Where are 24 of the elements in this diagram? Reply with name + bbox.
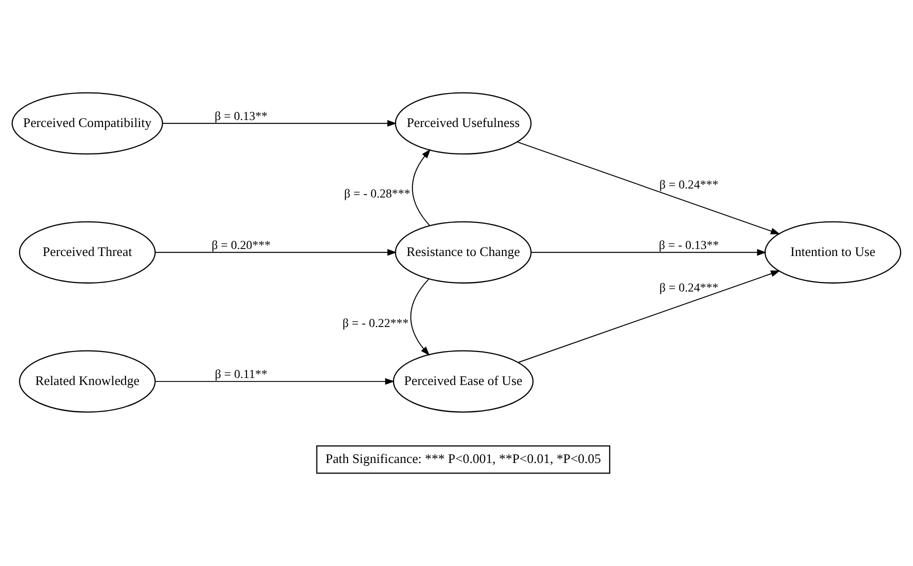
- node-ellipse: Related Knowledge: [18, 350, 156, 413]
- node-ellipse: Perceived Compatibility: [12, 92, 164, 155]
- node-ellipse: Perceived Threat: [18, 221, 156, 284]
- arrow: [410, 278, 430, 356]
- edge-label: β = 0.13**: [214, 108, 268, 123]
- edge-label: β = 0.20***: [212, 238, 271, 252]
- arrow: [162, 120, 397, 127]
- edge-label: β = 0.24***: [659, 280, 718, 294]
- edge-label: β = - 0.28***: [344, 186, 410, 200]
- node-ellipse: Perceived Usefulness: [394, 92, 532, 155]
- arrow: [154, 249, 397, 256]
- edge-label: β = 0.24***: [659, 178, 718, 192]
- arrow: [518, 270, 780, 363]
- arrow: [516, 142, 780, 234]
- edge-label: β = - 0.13**: [658, 238, 719, 252]
- arrow: [154, 378, 395, 385]
- node-ellipse: Resistance to Change: [394, 221, 532, 284]
- arrow: [412, 149, 431, 226]
- edge-label: β = - 0.22***: [342, 316, 409, 330]
- arrow: [530, 249, 766, 256]
- edge-label: β = 0.11**: [214, 367, 268, 382]
- node-box: Path Significance: *** P<0.001, **P<0.01, *P<0.05: [316, 445, 610, 474]
- node-ellipse: Intention to Use: [764, 221, 902, 284]
- node-ellipse: Perceived Ease of Use: [392, 350, 534, 413]
